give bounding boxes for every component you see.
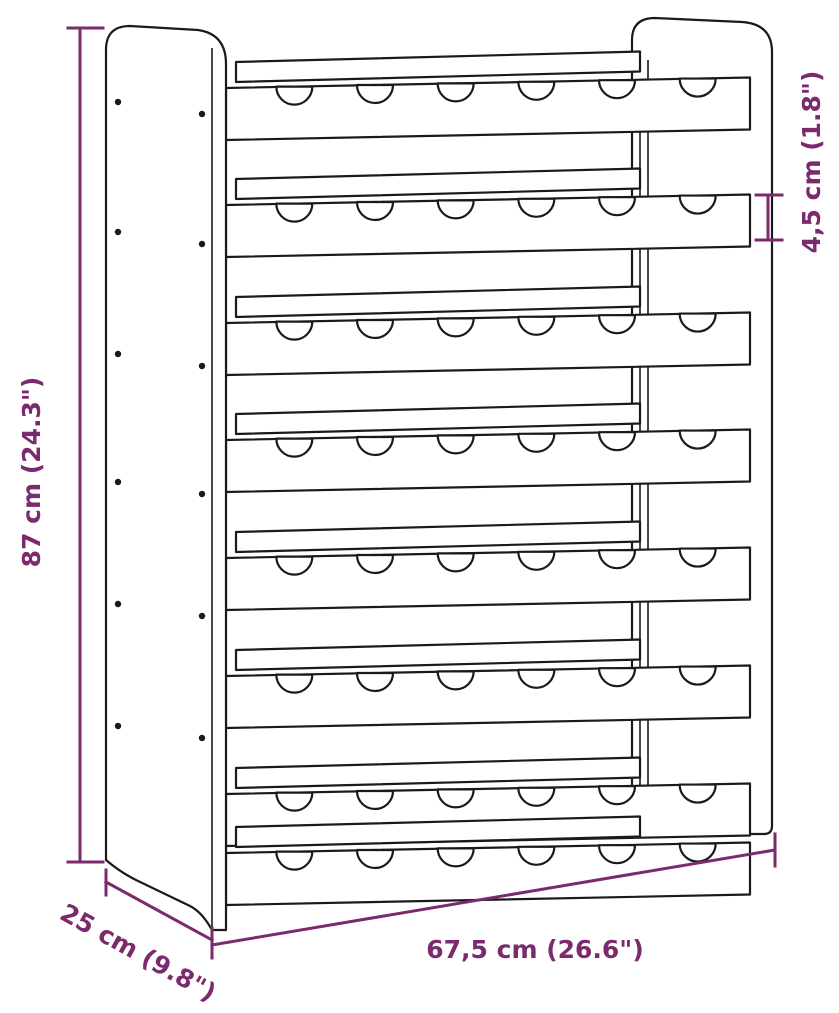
slot-height-dimension: 4,5 cm (1.8") <box>754 71 826 254</box>
screw-hole <box>198 362 206 370</box>
bottle-slot <box>517 315 556 336</box>
screw-hole <box>114 722 122 730</box>
back-rail <box>234 167 642 201</box>
height-dimension: 87 cm (24.3") <box>17 26 105 864</box>
bottle-slot <box>355 435 395 457</box>
rack-row <box>224 167 752 259</box>
bottle-slot <box>275 85 314 106</box>
bottle-slot <box>678 665 717 686</box>
bottle-slot <box>436 82 475 103</box>
bottle-slot <box>436 847 475 868</box>
rack-row <box>224 815 752 907</box>
bottle-slot <box>597 431 637 452</box>
rack-row <box>224 402 752 494</box>
bottle-slot <box>275 320 314 341</box>
bottle-slot <box>597 785 637 806</box>
bottle-slot <box>517 80 556 101</box>
bottle-slot <box>355 318 395 340</box>
bottle-slot <box>597 549 637 570</box>
bottle-slot <box>517 668 556 689</box>
back-rail <box>234 815 642 849</box>
bottle-slot <box>355 200 395 222</box>
bottle-slot <box>355 848 395 870</box>
back-rail <box>234 50 642 84</box>
rack-rows <box>224 50 752 907</box>
width-label: 67,5 cm (26.6") <box>426 935 644 964</box>
bottle-slot <box>678 194 717 215</box>
bottle-slot <box>678 77 717 98</box>
bottle-slot <box>597 314 637 335</box>
screw-hole <box>198 240 206 248</box>
bottle-slot <box>517 197 556 218</box>
bottle-slot <box>597 844 637 865</box>
bottle-slot <box>517 786 556 807</box>
screw-hole <box>198 612 206 620</box>
screw-hole <box>114 600 122 608</box>
bottle-slot <box>355 671 395 693</box>
screw-hole <box>198 734 206 742</box>
bottle-slot <box>597 196 637 217</box>
screw-hole <box>114 350 122 358</box>
screw-hole <box>114 478 122 486</box>
screw-hole <box>198 110 206 118</box>
bottle-slot <box>275 202 314 223</box>
bottle-slot <box>436 434 475 455</box>
bottle-slot <box>355 83 395 105</box>
back-rail <box>234 756 642 790</box>
bottle-slot <box>436 788 475 809</box>
bottle-slot <box>275 673 314 694</box>
left-side-panel <box>104 24 228 932</box>
bottle-slot <box>517 432 556 453</box>
bottle-slot <box>597 667 637 688</box>
bottle-slot <box>517 845 556 866</box>
bottle-slot <box>678 547 717 568</box>
bottle-slot <box>597 79 637 100</box>
back-rail <box>234 402 642 436</box>
rack-row <box>224 638 752 730</box>
back-rail <box>234 638 642 672</box>
panel-screw-holes <box>114 98 206 742</box>
slot-height-label: 4,5 cm (1.8") <box>797 71 826 254</box>
bottle-slot <box>436 670 475 691</box>
back-rail <box>234 285 642 319</box>
bottle-slot <box>275 555 314 576</box>
bottle-slot <box>275 791 314 812</box>
width-dimension: 67,5 cm (26.6") <box>210 832 777 964</box>
bottle-slot <box>678 312 717 333</box>
screw-hole <box>198 490 206 498</box>
bottle-slot <box>436 552 475 573</box>
back-rail <box>234 520 642 554</box>
bottle-slot <box>355 789 395 811</box>
bottle-slot <box>355 553 395 575</box>
bottle-slot <box>436 317 475 338</box>
height-label: 87 cm (24.3") <box>17 377 46 568</box>
screw-hole <box>114 98 122 106</box>
depth-label: 25 cm (9.8") <box>55 898 221 1007</box>
screw-hole <box>114 228 122 236</box>
bottle-slot <box>275 850 314 871</box>
bottle-slot <box>275 437 314 458</box>
bottle-slot <box>678 429 717 450</box>
rack-row <box>224 50 752 142</box>
bottle-slot <box>678 783 717 804</box>
bottle-slot <box>436 199 475 220</box>
bottle-slot <box>517 550 556 571</box>
